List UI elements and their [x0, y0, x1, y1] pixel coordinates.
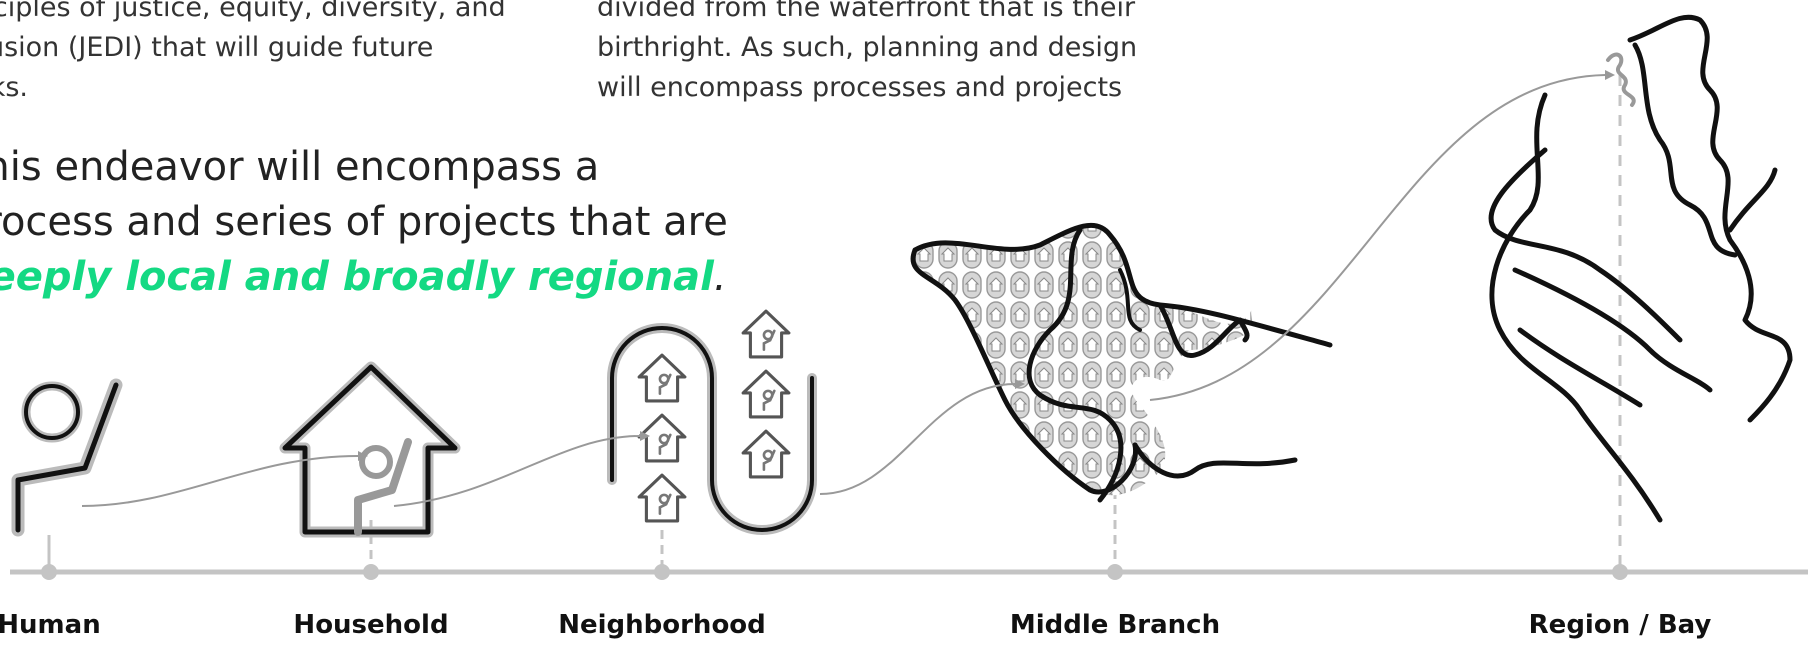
- tick-dot: [654, 564, 670, 580]
- tick-dot: [363, 564, 379, 580]
- scale-connector: [81, 74, 1606, 507]
- scale-connector-arrows: [358, 70, 1615, 461]
- tick-dot: [41, 564, 57, 580]
- tick-dot: [1107, 564, 1123, 580]
- headline-end: .: [713, 254, 727, 300]
- scale-label-region-bay: Region / Bay: [1528, 610, 1712, 640]
- body-line: works.: [0, 72, 28, 103]
- mini-house-icon: [637, 473, 687, 523]
- scale-label-neighborhood: Neighborhood: [558, 610, 766, 640]
- mini-house-icon: [741, 369, 791, 419]
- neighborhood-icon: [607, 309, 817, 535]
- body-line: principles of justice, equity, diversity…: [0, 0, 506, 23]
- headline-line: process and series of projects that are: [0, 199, 728, 245]
- scale-label-household: Household: [293, 610, 449, 640]
- body-line: birthright. As such, planning and design: [597, 32, 1138, 63]
- body-line: inclusion (JEDI) that will guide future: [0, 32, 434, 63]
- mini-house-icon: [741, 309, 791, 359]
- region-bay-map-icon: [1488, 14, 1793, 523]
- tick-dot: [1612, 564, 1628, 580]
- region-highlight-icon: [1606, 52, 1636, 107]
- middle-branch-map-icon: [910, 223, 1333, 503]
- body-line: divided from the waterfront that is thei…: [597, 0, 1136, 23]
- body-text-left: principles of justice, equity, diversity…: [0, 0, 506, 108]
- scale-label-middle-branch: Middle Branch: [1009, 610, 1221, 640]
- headline: This endeavor will encompass a process a…: [0, 140, 728, 305]
- mini-house-icon: [741, 429, 791, 479]
- headline-emphasis: deeply local and broadly regional: [0, 254, 714, 300]
- body-line: will encompass processes and projects: [597, 72, 1123, 103]
- headline-line: deeply local and broadly regional.: [0, 250, 728, 305]
- scale-label-human: Human: [0, 610, 101, 640]
- human-figure-icon: [11, 378, 123, 537]
- mini-house-icon: [637, 353, 687, 403]
- household-icon: [279, 361, 461, 538]
- headline-line: This endeavor will encompass a: [0, 144, 600, 190]
- body-text-middle: divided from the waterfront that is thei…: [597, 0, 1137, 108]
